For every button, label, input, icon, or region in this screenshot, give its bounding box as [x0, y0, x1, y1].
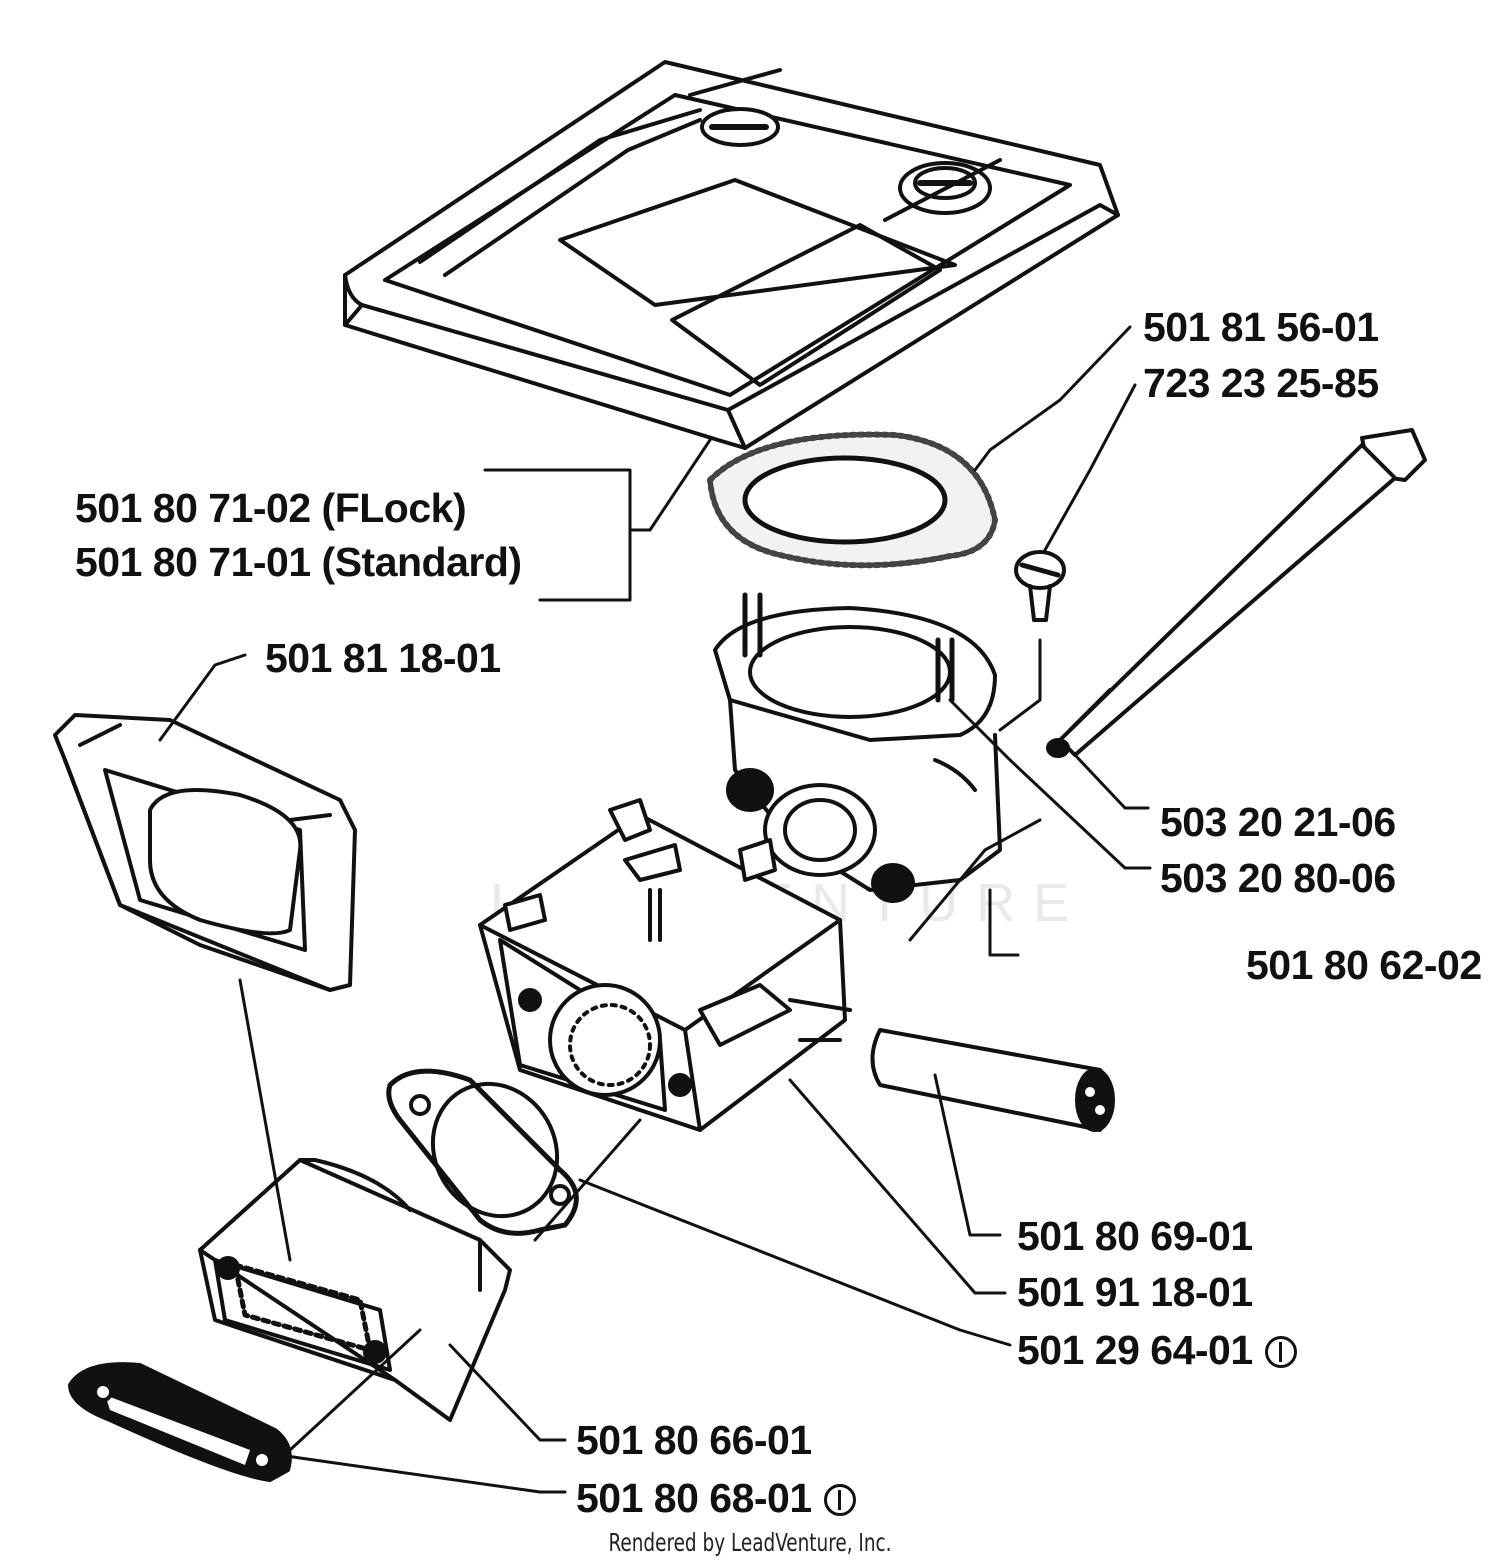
- part-number: 501 80 71-01 (Standard): [75, 539, 522, 585]
- label-carb-gasket: 501 29 64-01: [1017, 1330, 1297, 1371]
- kit-marker-icon: [1264, 1336, 1297, 1368]
- label-filter-gasket: 501 81 56-01 723 23 25-85: [1143, 307, 1379, 404]
- carburetor-drawing: [478, 798, 852, 1132]
- filter-gasket-drawing: [707, 431, 998, 569]
- screw-drawing: [1014, 550, 1066, 622]
- label-stud-bolt: 503 20 21-06: [1160, 802, 1396, 843]
- air-filter-cover-drawing: [343, 60, 1120, 450]
- label-filter-holder: 501 81 18-01: [265, 638, 501, 679]
- carb-adapter-drawing: [713, 592, 1002, 903]
- leader-lines: [158, 325, 1152, 1494]
- part-number: 503 20 80-06: [1160, 855, 1396, 901]
- part-number: 723 23 25-85: [1143, 360, 1379, 406]
- filter-holder-drawing: [53, 713, 357, 992]
- part-number: 501 80 68-01: [576, 1475, 812, 1521]
- part-number: 501 81 56-01: [1143, 304, 1379, 350]
- part-number: 501 80 62-02: [1246, 942, 1482, 988]
- label-sleeve: 501 80 69-01: [1017, 1216, 1253, 1257]
- part-number: 501 80 71-02 (FLock): [75, 485, 467, 531]
- stud-bolt-drawing: [1046, 428, 1427, 758]
- label-carb-adapter: 501 80 62-02: [1246, 945, 1482, 986]
- label-screw: 503 20 80-06: [1160, 858, 1396, 899]
- sleeve-drawing: [870, 1028, 1115, 1132]
- part-number: 501 80 66-01: [576, 1417, 812, 1463]
- carb-gasket-drawing: [386, 1068, 579, 1236]
- label-intake-manifold: 501 80 66-01: [576, 1420, 812, 1461]
- label-carburetor: 501 91 18-01: [1017, 1272, 1253, 1313]
- intake-manifold-drawing: [198, 1158, 512, 1422]
- part-number: 503 20 21-06: [1160, 799, 1396, 845]
- part-number: 501 29 64-01: [1017, 1327, 1253, 1373]
- kit-marker-icon: [823, 1484, 856, 1516]
- part-number: 501 81 18-01: [265, 635, 501, 681]
- part-number: 501 91 18-01: [1017, 1269, 1253, 1315]
- manifold-gasket-drawing: [68, 1362, 292, 1482]
- part-number: 501 80 69-01: [1017, 1213, 1253, 1259]
- footer-credit: Rendered by LeadVenture, Inc.: [608, 1528, 892, 1557]
- label-air-filter-cover: 501 80 71-02 (FLock) 501 80 71-01 (Stand…: [75, 488, 522, 583]
- label-manifold-gasket: 501 80 68-01: [576, 1478, 856, 1519]
